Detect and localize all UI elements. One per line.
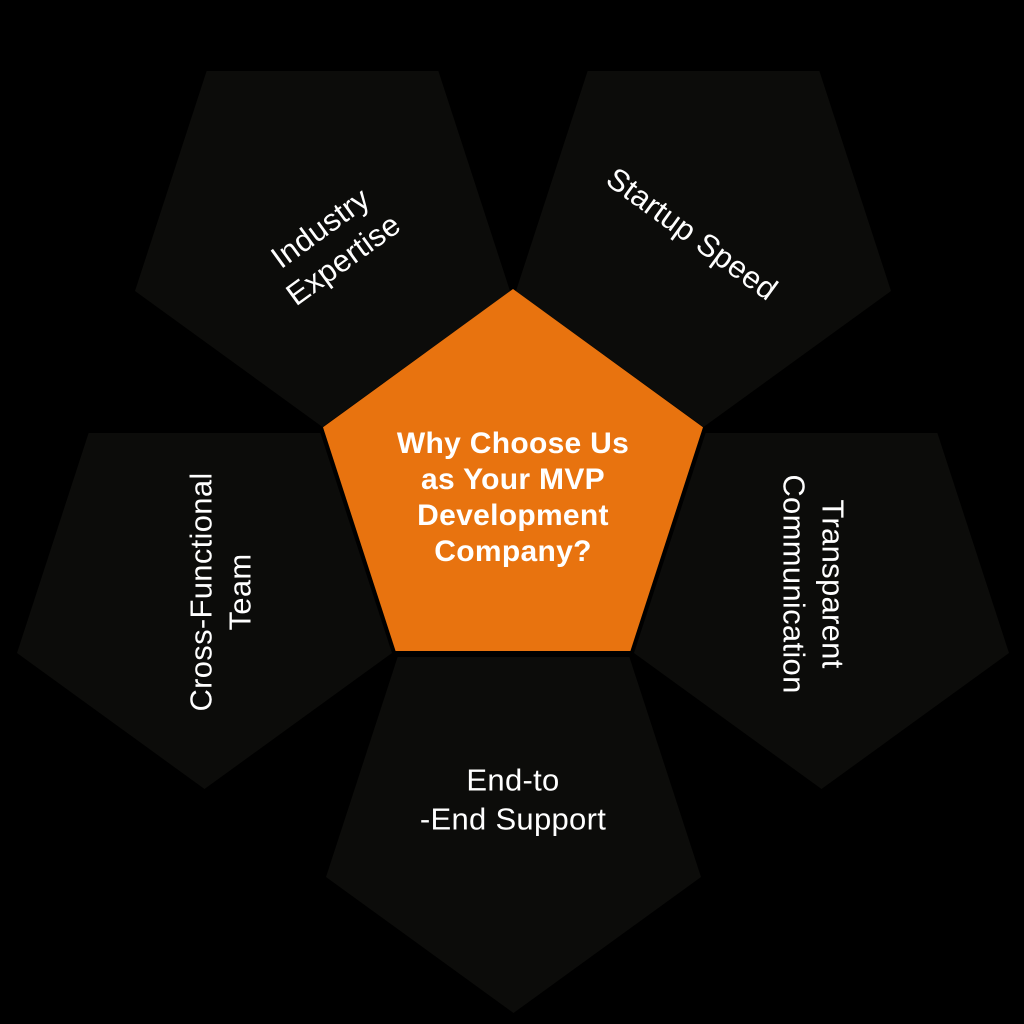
- transparent-communication-label: Transparent Communication: [776, 474, 851, 694]
- end-to-end-support-label: End-to -End Support: [419, 762, 607, 837]
- cross-functional-team-label: Cross-Functional Team: [183, 472, 258, 712]
- diagram-title: Why Choose Us as Your MVP Development Co…: [396, 427, 630, 568]
